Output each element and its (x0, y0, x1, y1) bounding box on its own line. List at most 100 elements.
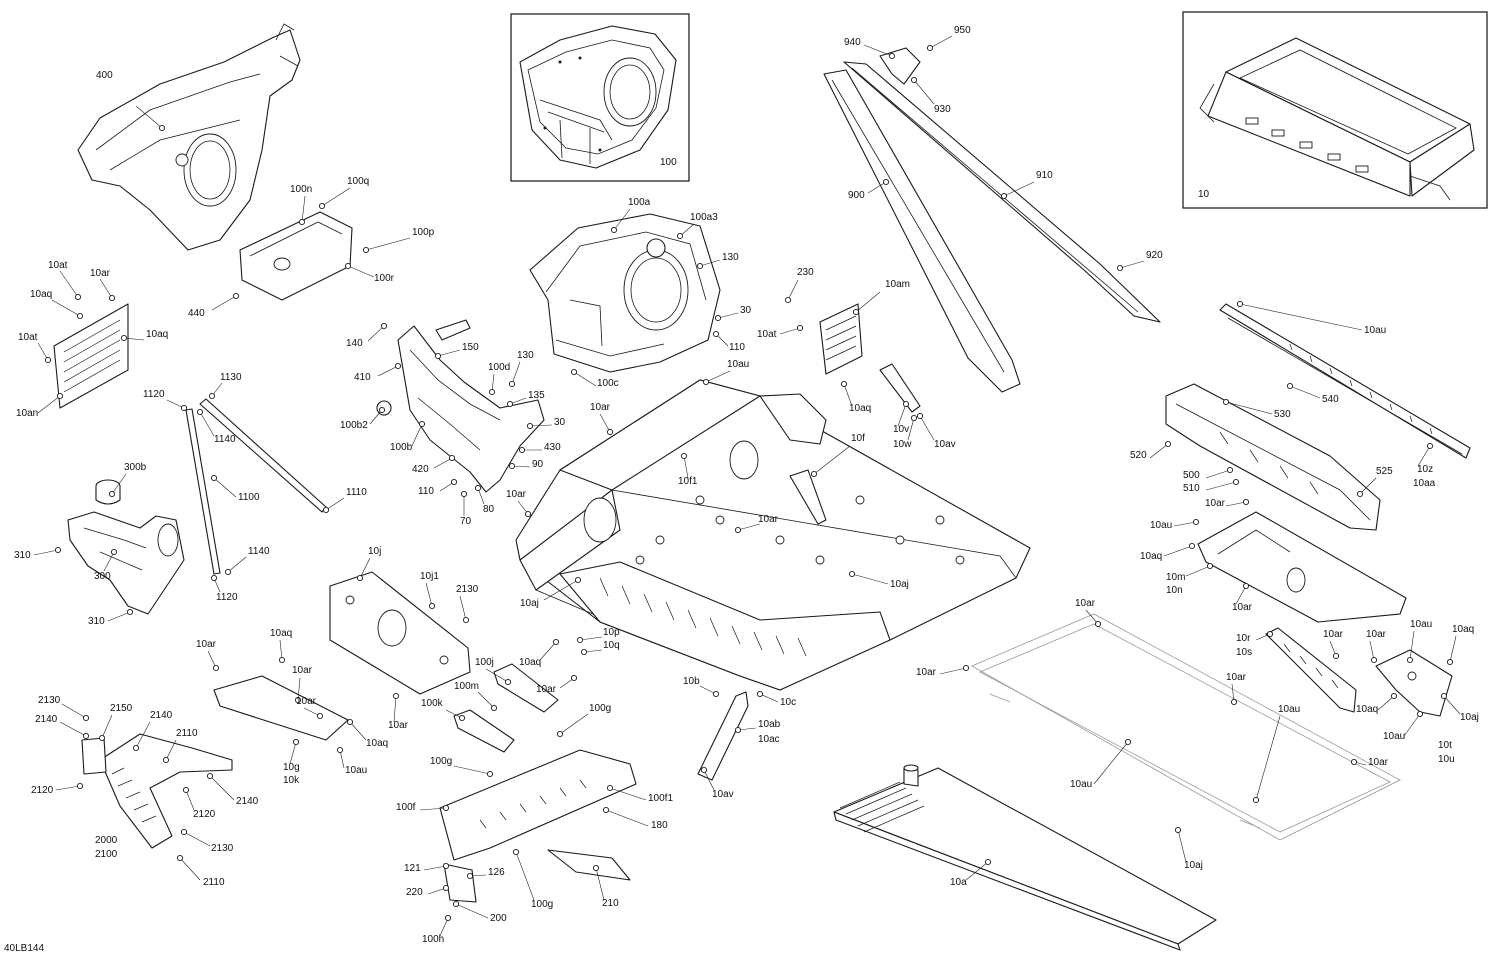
callout-10aa: 10aa (1413, 478, 1436, 489)
callout-text: 100m (454, 681, 479, 692)
leader-line (705, 370, 731, 383)
callout-text: 10v (893, 424, 909, 435)
callout-text: 230 (797, 267, 814, 278)
callout-130: 130 (696, 252, 739, 270)
leader-line (867, 181, 887, 194)
callout-230: 230 (784, 267, 814, 304)
callout-100m: 100m (454, 681, 498, 712)
callout-text: 2120 (193, 809, 216, 820)
fastener-marker (902, 400, 910, 408)
fastener-marker (756, 690, 764, 698)
fastener-marker (126, 608, 134, 616)
callout-text: 130 (722, 252, 739, 263)
callout-text: 100q (347, 176, 369, 187)
part-100a-bulkhead (529, 213, 721, 373)
fastener-marker (344, 262, 352, 270)
leader-line (101, 714, 113, 739)
fastener-marker (714, 314, 722, 322)
fastener-marker (158, 124, 166, 132)
part-2000-footrest (81, 733, 233, 849)
fastener-marker (322, 506, 330, 514)
callout-text: 100g (531, 899, 553, 910)
leader-line (453, 765, 491, 775)
callout-text: 10j1 (420, 571, 439, 582)
leader-line (759, 693, 779, 703)
leader-line (679, 223, 695, 237)
callout-text: 90 (532, 459, 544, 470)
fastener-marker (180, 404, 188, 412)
callout-1140: 1140 (224, 546, 270, 576)
callout-text: 10ar (1323, 629, 1344, 640)
leader-line (439, 917, 449, 937)
part-900-910-rails (823, 47, 1161, 393)
callout-text: 10au (1364, 325, 1386, 336)
fastener-marker (580, 648, 588, 656)
part-126-bracket (443, 863, 477, 903)
callout-10c: 10c (756, 690, 796, 708)
callout-text: 2000 (95, 835, 118, 846)
callout-70: 70 (460, 490, 472, 527)
leader-line (297, 677, 301, 701)
callout-text: 540 (1322, 394, 1339, 405)
callout-121: 121 (404, 862, 450, 874)
callout-440: 440 (188, 292, 240, 319)
callout-10ar: 10ar (1226, 672, 1247, 706)
leader-line (211, 295, 237, 311)
callout-1140: 1140 (196, 408, 236, 445)
callout-950: 950 (926, 25, 971, 52)
callout-1100: 1100 (210, 474, 260, 503)
callout-text: 10au (345, 765, 367, 776)
fastener-marker (1332, 652, 1340, 660)
leader-line (699, 259, 721, 267)
leader-line (1255, 715, 1281, 801)
fastener-marker (82, 714, 90, 722)
callout-text: 10ar (1366, 629, 1387, 640)
callout-100g: 100g (512, 848, 553, 910)
part-10m-bracket (1197, 511, 1407, 623)
part-300-engine-mount (67, 479, 185, 615)
leader-line (737, 523, 761, 531)
callout-10aq: 10aq (1140, 542, 1196, 562)
fastener-marker (1356, 490, 1364, 498)
callout-10aq: 10aq (519, 638, 560, 668)
callout-10au: 10au (1150, 518, 1200, 531)
callout-10r: 10r (1236, 630, 1274, 644)
callout-text: 110 (418, 486, 434, 497)
part-10g-bracket (213, 675, 349, 741)
leader-line (477, 691, 495, 709)
callout-310: 310 (14, 546, 62, 561)
fastener-marker (182, 786, 190, 794)
leader-line (1149, 443, 1169, 459)
leader-line (359, 557, 371, 579)
part-500-rear-rack (1165, 383, 1381, 531)
callout-text: 10g (283, 762, 300, 773)
fastener-marker (506, 400, 514, 408)
callout-text: 100b2 (340, 420, 368, 431)
callout-text: 10z (1417, 464, 1433, 475)
callout-text: 110 (729, 342, 745, 353)
leader-line (455, 903, 489, 919)
leader-line (1173, 521, 1197, 527)
callout-100f1: 100f1 (606, 784, 673, 804)
fastener-marker (1370, 656, 1378, 664)
fastener-marker (552, 638, 560, 646)
leader-line (111, 473, 127, 495)
leader-line (165, 739, 177, 761)
callout-text: 220 (406, 887, 423, 898)
fastener-marker (458, 714, 466, 722)
callout-text: 100k (421, 698, 444, 709)
leader-line (207, 650, 217, 669)
leader-line (209, 775, 235, 801)
leader-line (227, 556, 247, 573)
callout-930: 930 (910, 76, 951, 115)
callout-10a: 10a (950, 858, 992, 888)
callout-520: 520 (1130, 440, 1172, 461)
leader-line (855, 291, 881, 313)
leader-line (51, 299, 81, 317)
leader-line (929, 35, 953, 49)
leader-line (511, 361, 521, 385)
callout-100f: 100f (396, 802, 450, 813)
callout-310: 310 (88, 608, 134, 627)
fastener-marker (474, 484, 482, 492)
fastener-marker (712, 690, 720, 698)
